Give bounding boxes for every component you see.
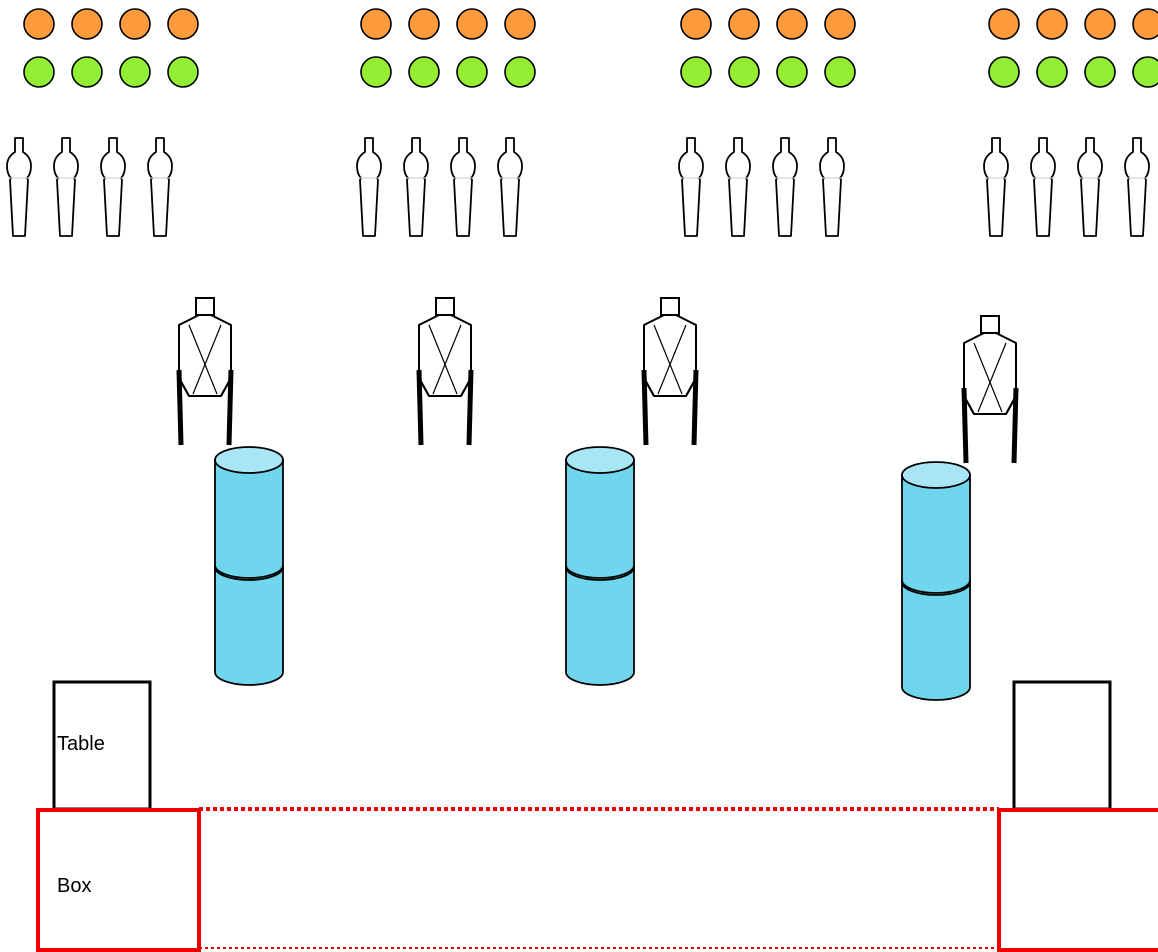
cylinder-drum-icon (565, 446, 635, 579)
orange-light-icon (119, 8, 151, 40)
cylinder-stack (214, 446, 284, 686)
hopper-machine-icon (176, 297, 234, 446)
box-left (36, 808, 201, 952)
person-figure-icon (450, 137, 476, 237)
hopper-machine-icon (416, 297, 474, 446)
person-figure-icon (1030, 137, 1056, 237)
person-figure-icon (356, 137, 382, 237)
person-figure-icon (1124, 137, 1150, 237)
hopper-machines (176, 297, 1019, 464)
person-figure-icon (100, 137, 126, 237)
person-figure-icon (53, 137, 79, 237)
green-light-icon (119, 56, 151, 88)
green-light-icon (728, 56, 760, 88)
table-right (1012, 680, 1112, 811)
orange-light-icon (1084, 8, 1116, 40)
green-light-icon (1132, 56, 1158, 88)
orange-light-icon (23, 8, 55, 40)
person-figure-icon (678, 137, 704, 237)
orange-light-icon (360, 8, 392, 40)
box-label: Box (57, 875, 91, 897)
person-figure-icon (6, 137, 32, 237)
orange-light-icon (1036, 8, 1068, 40)
person-figure-icon (147, 137, 173, 237)
green-light-icon (1084, 56, 1116, 88)
hopper-machine-icon (961, 315, 1019, 464)
person-figure-icon (725, 137, 751, 237)
people-figures (6, 137, 1150, 237)
orange-light-icon (1132, 8, 1158, 40)
orange-light-icon (776, 8, 808, 40)
person-figure-icon (983, 137, 1009, 237)
green-light-icon (988, 56, 1020, 88)
orange-light-icon (71, 8, 103, 40)
green-light-icon (504, 56, 536, 88)
green-light-icon (360, 56, 392, 88)
green-light-icon (456, 56, 488, 88)
green-light-icon (1036, 56, 1068, 88)
indicator-lights (23, 8, 1158, 88)
orange-light-icon (456, 8, 488, 40)
cylinder-stack (901, 461, 971, 701)
orange-light-icon (504, 8, 536, 40)
orange-light-icon (988, 8, 1020, 40)
green-light-icon (680, 56, 712, 88)
person-figure-icon (819, 137, 845, 237)
orange-light-icon (167, 8, 199, 40)
cylinder-stack (565, 446, 635, 686)
cylinder-drum-icon (214, 446, 284, 579)
person-figure-icon (772, 137, 798, 237)
orange-light-icon (680, 8, 712, 40)
person-figure-icon (497, 137, 523, 237)
person-figure-icon (403, 137, 429, 237)
cylinder-drum-icon (901, 461, 971, 594)
green-light-icon (408, 56, 440, 88)
cylinder-stacks (214, 446, 971, 701)
green-light-icon (776, 56, 808, 88)
green-light-icon (824, 56, 856, 88)
orange-light-icon (824, 8, 856, 40)
green-light-icon (71, 56, 103, 88)
green-light-icon (167, 56, 199, 88)
green-light-icon (23, 56, 55, 88)
orange-light-icon (728, 8, 760, 40)
person-figure-icon (1077, 137, 1103, 237)
orange-light-icon (408, 8, 440, 40)
box-right (997, 808, 1158, 952)
table-label: Table (57, 733, 105, 755)
hopper-machine-icon (641, 297, 699, 446)
